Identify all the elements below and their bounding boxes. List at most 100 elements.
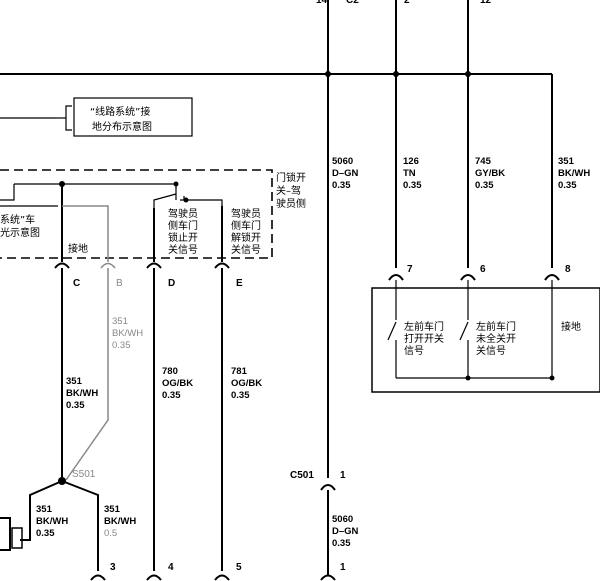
connector-6 xyxy=(460,274,476,281)
lock-switch-title-2: 关–驾 xyxy=(276,184,301,197)
top-pin-c2: C2 xyxy=(346,0,359,6)
pin-5-label: 5 xyxy=(236,562,242,573)
wire-351-grey xyxy=(65,268,109,481)
wire-351-b3 xyxy=(61,480,99,571)
pin-e-label: E xyxy=(236,278,243,289)
wire-351-c-color: BK/WH xyxy=(66,388,98,399)
wire-5060-bot-num: 5060 xyxy=(332,514,353,525)
lock-signal-2: 侧车门 xyxy=(168,219,198,232)
wire-351-b3-size: 0.5 xyxy=(104,528,117,539)
pin-b-label: B xyxy=(116,278,123,289)
lf-ajar-2: 未全关开 xyxy=(476,332,516,345)
lock-switch-dashed-box xyxy=(0,169,273,259)
wire-5060-top-num: 5060 xyxy=(332,156,353,167)
lf-open-switch-contact xyxy=(387,321,397,341)
top-pin-14: 14 xyxy=(316,0,328,6)
pin-c-label: C xyxy=(73,278,80,289)
ground-right-label: 接地 xyxy=(561,320,581,333)
ground-ref-text-2: 地分布示意图 xyxy=(92,120,152,133)
connector-8 xyxy=(544,274,560,281)
wire-351-bl-size: 0.35 xyxy=(36,528,55,539)
lf-open-2: 打开开关 xyxy=(404,332,444,345)
unlock-signal-2: 侧车门 xyxy=(231,219,261,232)
connector-b xyxy=(100,262,116,269)
wire-781-num: 781 xyxy=(231,366,248,377)
ground-ref-text-1: “线路系统”接 xyxy=(90,105,150,118)
wire-745-color: GY/BK xyxy=(475,168,505,179)
lf-ajar-1: 左前车门 xyxy=(476,320,516,333)
c501-pin-label: 1 xyxy=(340,470,346,481)
wire-781-color: OG/BK xyxy=(231,378,262,389)
splice-s501-label: S501 xyxy=(72,469,96,480)
connector-4 xyxy=(146,574,162,581)
wire-745-num: 745 xyxy=(475,156,492,167)
junction-dot xyxy=(325,71,331,77)
left-ref-text-2: 光示意图 xyxy=(0,226,40,239)
wire-351-bl xyxy=(29,480,63,518)
pin-d-label: D xyxy=(168,278,175,289)
connector-e xyxy=(214,262,230,269)
wire-351-grey-num: 351 xyxy=(112,316,128,327)
wire-781-size: 0.35 xyxy=(231,390,250,401)
wire-126-color: TN xyxy=(403,168,416,179)
lock-signal-4: 关信号 xyxy=(168,243,198,256)
wire-351-right-size: 0.35 xyxy=(558,180,577,191)
wire-126-size: 0.35 xyxy=(403,180,422,191)
door-ajar-switch-box xyxy=(371,287,600,393)
wire-126-num: 126 xyxy=(403,156,419,167)
wire-351-bl-color: BK/WH xyxy=(36,516,68,527)
ground-ref-bracket xyxy=(65,105,72,131)
lock-switch-title-3: 驶员侧 xyxy=(276,197,306,210)
top-pin-2: 2 xyxy=(404,0,410,6)
lf-open-1: 左前车门 xyxy=(404,320,444,333)
wire-5060-bot-size: 0.35 xyxy=(332,538,351,549)
pin-6-label: 6 xyxy=(480,264,486,275)
wire-351-bl-num: 351 xyxy=(36,504,53,515)
pin-3-label: 3 xyxy=(110,562,116,573)
connector-c501 xyxy=(320,484,336,491)
pin-7-label: 7 xyxy=(407,264,413,275)
wire-5060-top-color: D–GN xyxy=(332,168,359,179)
wire-5060-top-size: 0.35 xyxy=(332,180,351,191)
c501-label: C501 xyxy=(290,470,314,481)
lock-switch-contact xyxy=(153,193,177,208)
connector-7 xyxy=(388,274,404,281)
junction-dot xyxy=(393,71,399,77)
connector-d xyxy=(146,262,162,269)
connector-3 xyxy=(90,574,106,581)
wire-351-grey-size: 0.35 xyxy=(112,340,131,351)
unlock-switch-contact xyxy=(186,199,223,206)
ground-ref-box xyxy=(73,97,193,137)
unlock-signal-1: 驾驶员 xyxy=(231,207,261,220)
wire-5060-bot-color: D–GN xyxy=(332,526,359,537)
lf-ajar-3: 关信号 xyxy=(476,344,506,357)
top-pin-12: 12 xyxy=(480,0,492,6)
wire-351-right-color: BK/WH xyxy=(558,168,590,179)
unlock-signal-4: 关信号 xyxy=(231,243,261,256)
ground-left-label: 接地 xyxy=(68,242,88,255)
wire-745-size: 0.35 xyxy=(475,180,494,191)
wire-351-c-num: 351 xyxy=(66,376,83,387)
pin-4-label: 4 xyxy=(168,562,174,573)
wire-351-right-num: 351 xyxy=(558,156,575,167)
connector-c xyxy=(54,262,70,269)
left-ref-text-1: 系统”车 xyxy=(0,213,35,226)
lock-switch-title-1: 门锁开 xyxy=(276,171,306,184)
wire-780-size: 0.35 xyxy=(162,390,181,401)
lock-signal-1: 驾驶员 xyxy=(168,207,198,220)
wire-351-c-size: 0.35 xyxy=(66,400,85,411)
bottom-left-component xyxy=(0,517,11,551)
wire-780-color: OG/BK xyxy=(162,378,193,389)
lf-ajar-switch-contact xyxy=(459,321,469,341)
connector-bottom-1 xyxy=(320,574,336,581)
bottom-pin-1-label: 1 xyxy=(340,562,346,573)
pin-8-label: 8 xyxy=(565,264,571,275)
connector-5 xyxy=(214,574,230,581)
trace-b xyxy=(62,205,109,262)
wire-351-b3-num: 351 xyxy=(104,504,121,515)
wire-351-b3-color: BK/WH xyxy=(104,516,136,527)
wire-780-num: 780 xyxy=(162,366,178,377)
lf-open-3: 信号 xyxy=(404,345,424,357)
unlock-signal-3: 解锁开 xyxy=(231,231,261,244)
